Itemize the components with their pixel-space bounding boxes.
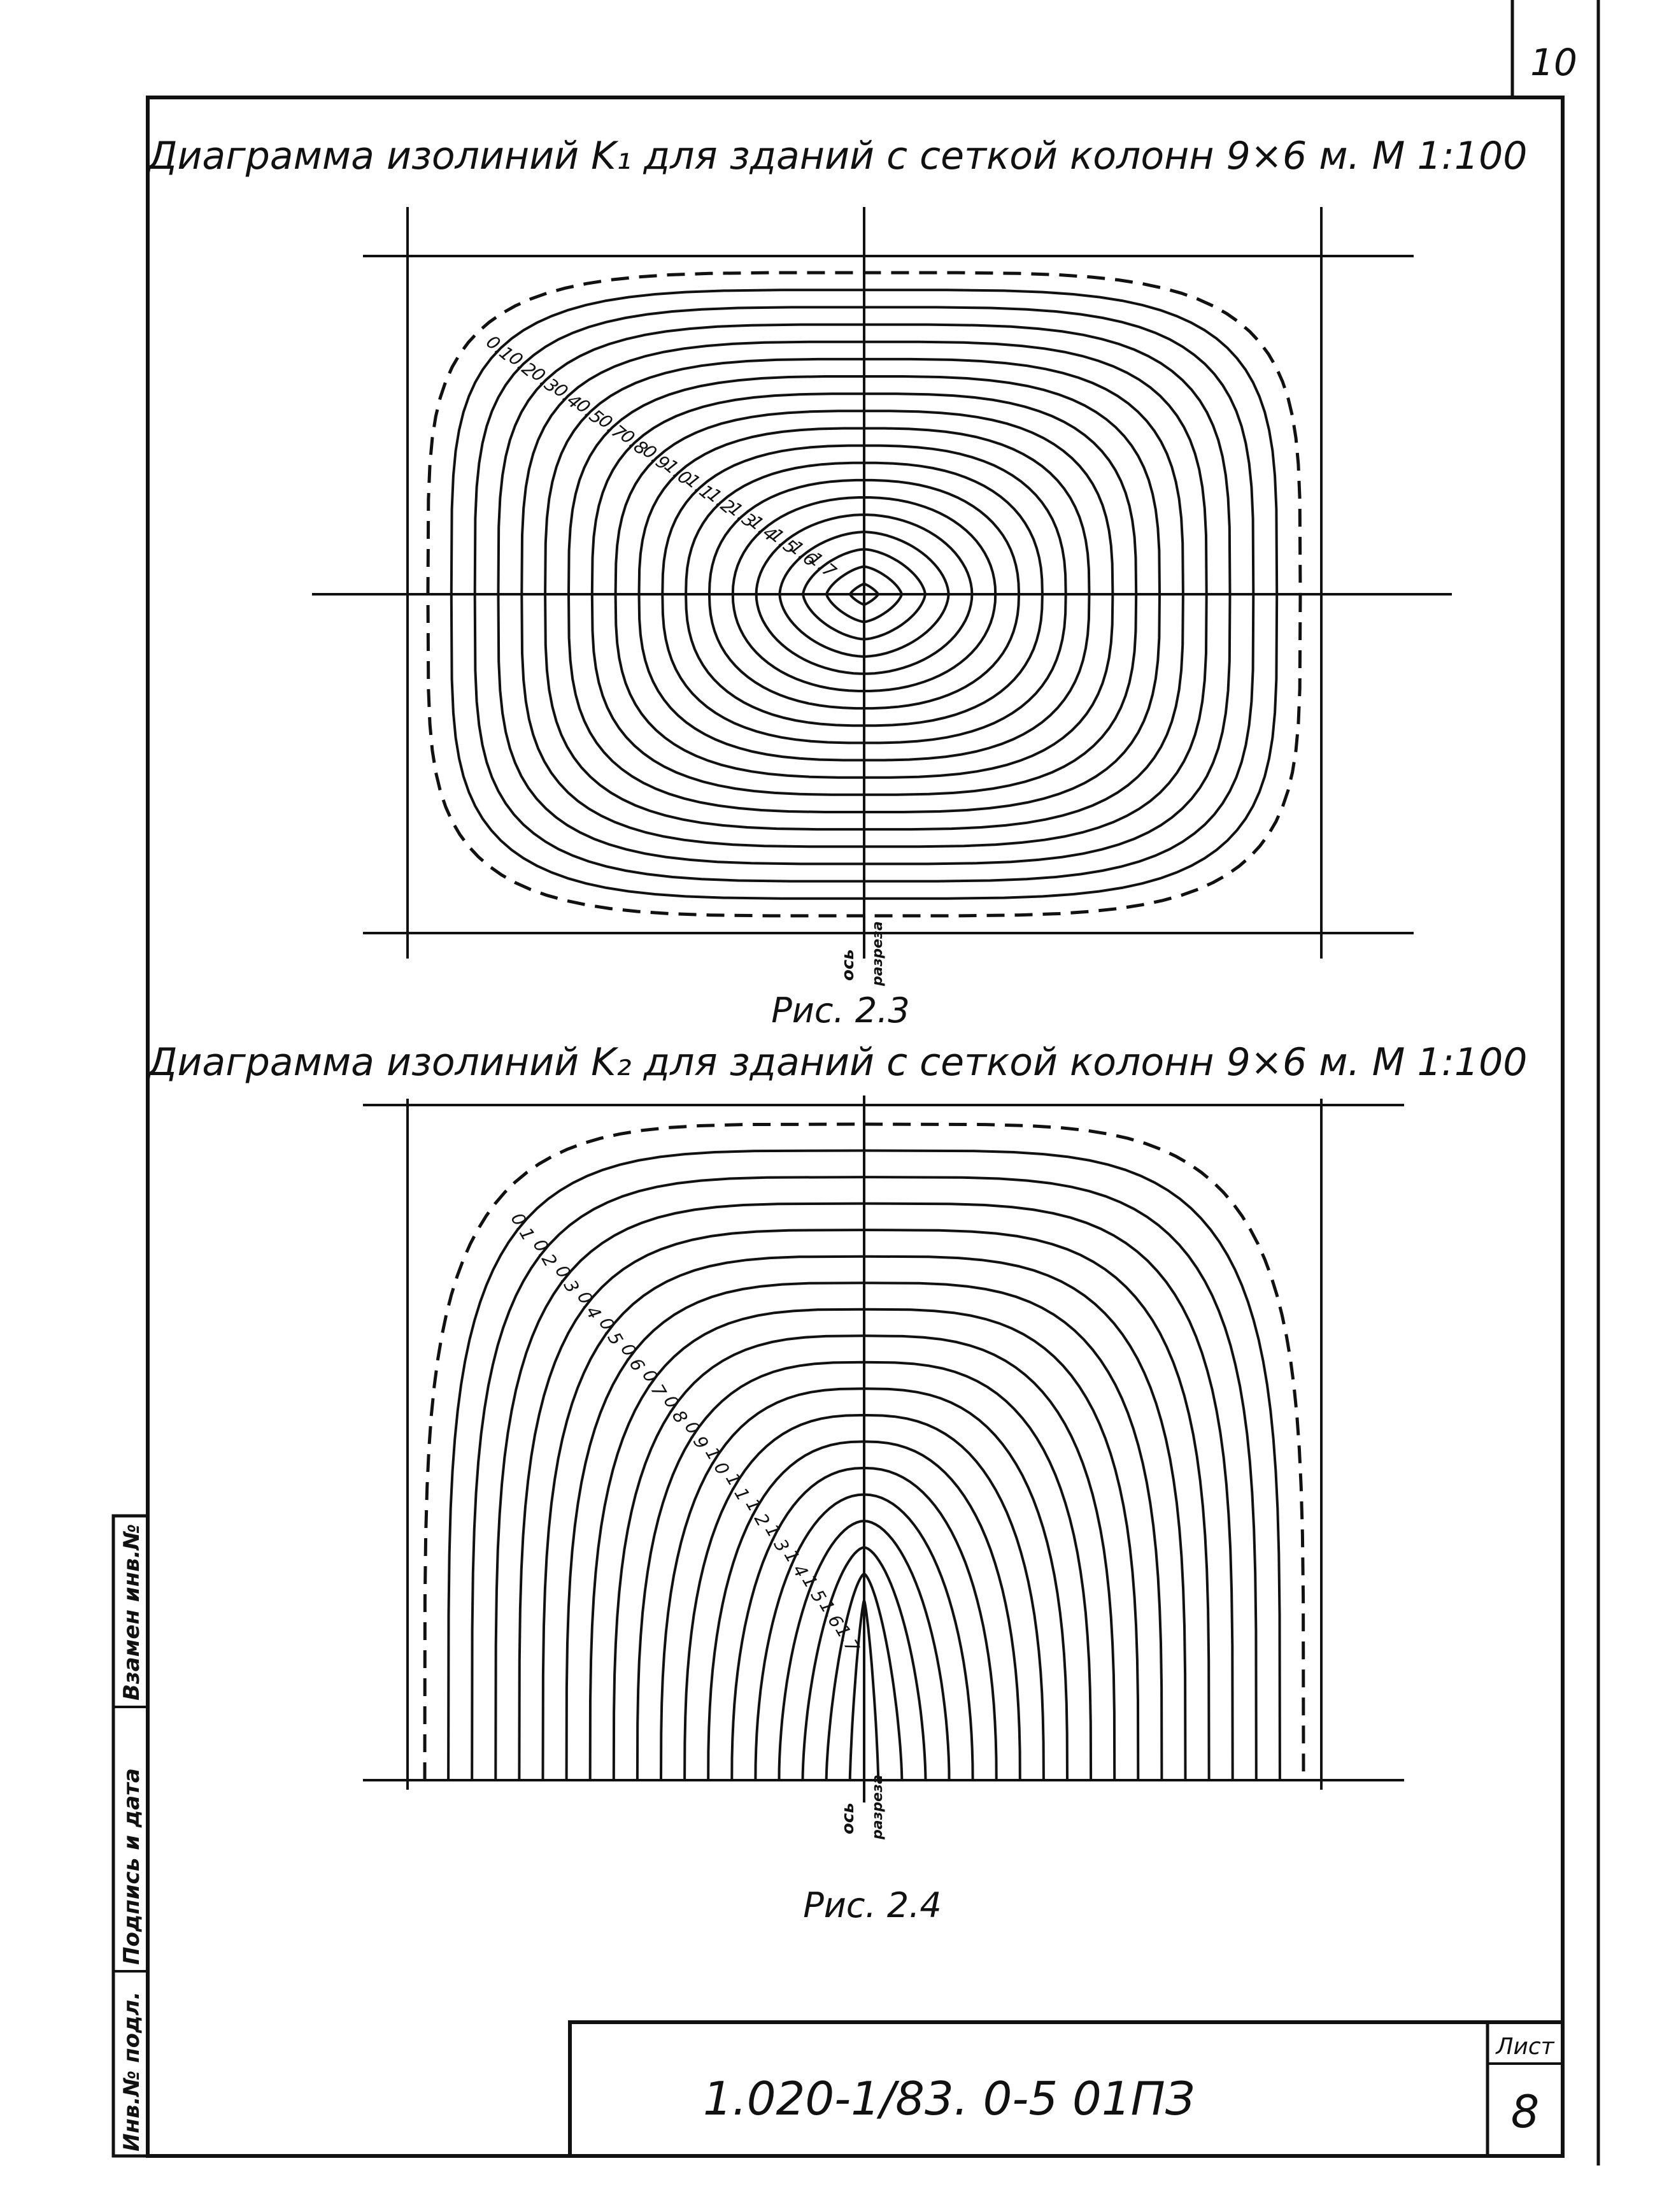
contour-dashed-outline (423, 1122, 1305, 1781)
contour-line (802, 548, 927, 641)
contour-line (614, 410, 1114, 779)
figure-k1: Диаграмма изолиний K₁ для зданий с сетко… (146, 134, 1528, 1031)
figure-k1-axis-label-a: ось (839, 949, 858, 981)
contour-dashed-outline (426, 271, 1302, 918)
contour-line (755, 513, 974, 675)
stamp-sheet-label: Лист (1495, 2034, 1554, 2060)
contour-line (567, 375, 1161, 813)
figure-k2-title: Диаграмма изолиний K₂ для зданий с сетко… (146, 1040, 1528, 1085)
contour-line (494, 1202, 1234, 1781)
contour-line (636, 1360, 1093, 1781)
contour-line (731, 496, 997, 692)
contour-line (754, 1493, 974, 1781)
contour-line (707, 1440, 1021, 1781)
contour-line (612, 1334, 1116, 1781)
side-stamp-replace-inv: Взамен инв.№ (119, 1524, 145, 1701)
contour-line (471, 1176, 1258, 1781)
contour-line (825, 1572, 904, 1781)
figure-k1-grid (312, 207, 1452, 959)
figure-k2-axis-label-a: ось (839, 1802, 858, 1834)
contour-line (497, 323, 1232, 866)
figure-k1-axis-label-b: разреза (870, 921, 886, 987)
contour-line (801, 1546, 927, 1781)
contour-line (520, 340, 1208, 848)
figure-k2-contours (423, 1122, 1305, 1781)
stamp-document-code: 1.020-1/83. 0-5 01ПЗ (703, 2072, 1195, 2125)
corner-page-number: 10 (1530, 41, 1577, 84)
figure-k2: Диаграмма изолиний K₂ для зданий с сетко… (146, 1040, 1528, 1925)
contour-label: 1.2 (742, 1495, 774, 1530)
side-stamp-sign-date: Подпись и дата (119, 1768, 145, 1965)
contour-line (660, 1387, 1069, 1781)
figure-k2-grid (363, 1095, 1404, 1802)
contour-line (848, 582, 880, 606)
contour-line (778, 1519, 951, 1781)
figure-k2-caption: Рис. 2.4 (803, 1885, 942, 1925)
side-stamp: Взамен инв.№ Подпись и дата Инв.№ подл. (111, 1514, 150, 2158)
contour-line (730, 1466, 998, 1781)
title-block: 1.020-1/83. 0-5 01ПЗ Лист 8 (568, 2020, 1565, 2158)
contour-line (707, 478, 1021, 710)
contour-line (588, 1308, 1140, 1781)
figure-k1-caption: Рис. 2.3 (771, 990, 910, 1031)
contour-line (661, 444, 1067, 745)
contour-line (518, 1229, 1211, 1781)
figure-k2-contour-labels: 0.10.20.30.40.50.60.70.80.91.01.11.21.31… (507, 1209, 864, 1657)
contour-line (450, 289, 1279, 900)
figure-k1-contours (426, 271, 1302, 918)
figure-k1-contour-labels: 0.10.20.30.40.50.70.80.91.01.11.21.31.41… (482, 331, 841, 582)
contour-line (565, 1281, 1163, 1781)
contour-line (541, 1255, 1187, 1781)
side-stamp-inv-orig: Инв.№ подл. (119, 1992, 145, 2151)
contour-line (447, 1149, 1281, 1781)
stamp-sheet-number: 8 (1511, 2086, 1540, 2138)
contour-line (473, 306, 1255, 883)
contour-line (685, 461, 1044, 727)
figure-k1-title: Диаграмма изолиний K₁ для зданий с сетко… (146, 134, 1528, 178)
contour-label: 1.3 (761, 1521, 793, 1556)
contour-line (778, 531, 950, 658)
contour-line (848, 1596, 880, 1781)
contour-line (683, 1413, 1045, 1781)
contour-line (544, 357, 1184, 831)
contour-line (637, 427, 1091, 762)
contour-line (590, 392, 1138, 796)
contour-line (825, 565, 903, 624)
figure-k2-axis-label-b: разреза (870, 1774, 886, 1840)
